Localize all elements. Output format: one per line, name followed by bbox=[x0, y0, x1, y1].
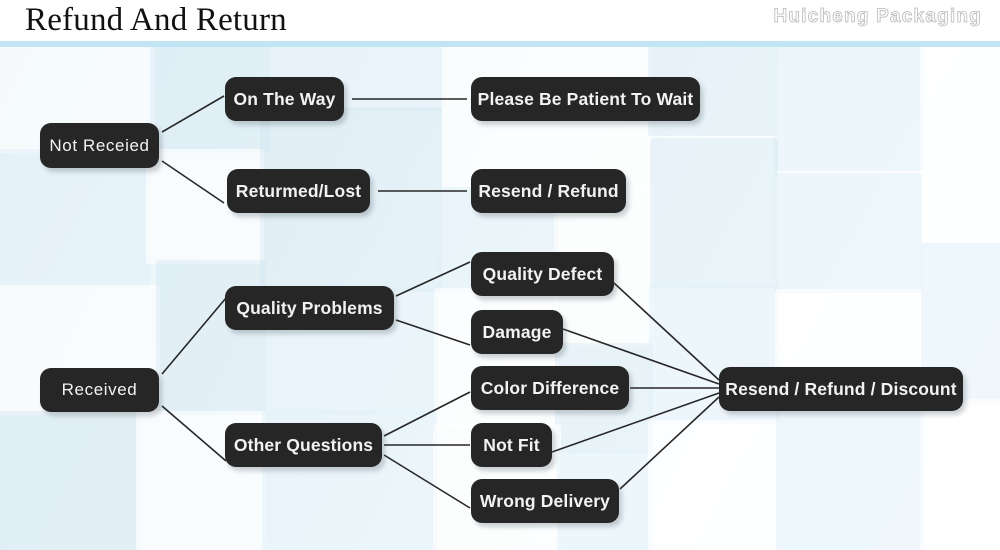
node-please-be-patient-to-wait[interactable]: Please Be Patient To Wait bbox=[471, 77, 700, 121]
node-received[interactable]: Received bbox=[40, 368, 159, 412]
node-returned-lost[interactable]: Returmed/Lost bbox=[227, 169, 370, 213]
slide-header: Refund And Return Huicheng Packaging bbox=[0, 0, 1000, 41]
node-resend-refund-discount[interactable]: Resend / Refund / Discount bbox=[719, 367, 963, 411]
header-divider bbox=[0, 41, 1000, 47]
page-title: Refund And Return bbox=[25, 2, 287, 38]
node-resend-refund[interactable]: Resend / Refund bbox=[471, 169, 626, 213]
node-on-the-way[interactable]: On The Way bbox=[225, 77, 344, 121]
node-quality-problems[interactable]: Quality Problems bbox=[225, 286, 394, 330]
node-color-difference[interactable]: Color Difference bbox=[471, 366, 629, 410]
brand-label: Huicheng Packaging bbox=[773, 6, 982, 28]
node-damage[interactable]: Damage bbox=[471, 310, 563, 354]
node-not-fit[interactable]: Not Fit bbox=[471, 423, 552, 467]
node-other-questions[interactable]: Other Questions bbox=[225, 423, 382, 467]
node-quality-defect[interactable]: Quality Defect bbox=[471, 252, 614, 296]
node-wrong-delivery[interactable]: Wrong Delivery bbox=[471, 479, 619, 523]
node-not-received[interactable]: Not Receied bbox=[40, 123, 159, 168]
